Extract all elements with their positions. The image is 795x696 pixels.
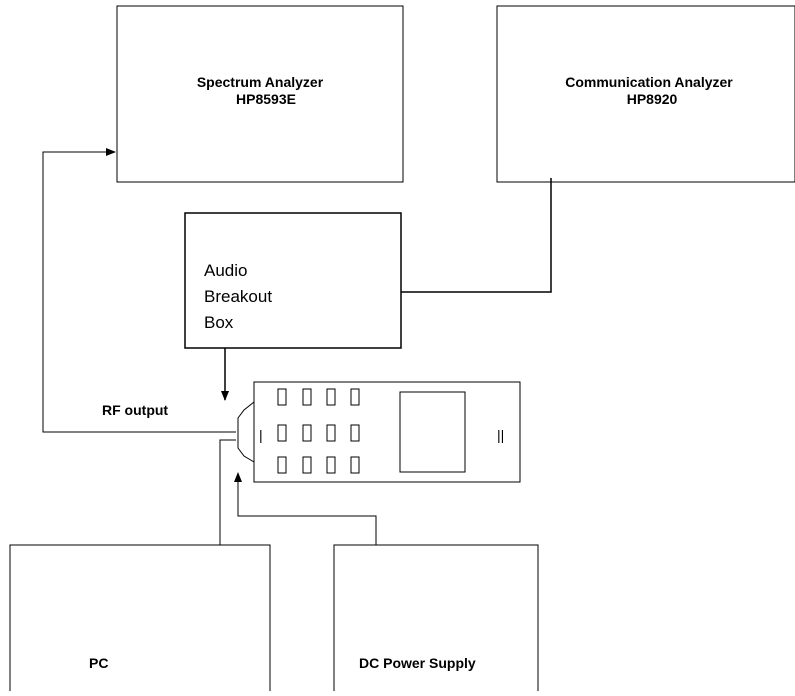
phone-right-mark: || <box>497 427 504 443</box>
communication-analyzer-box: Communication Analyzer HP8920 <box>496 5 795 183</box>
communication-analyzer-model: HP8920 <box>627 91 678 107</box>
dc-power-supply-box: DC Power Supply <box>333 544 539 696</box>
rf-output-line <box>42 148 236 433</box>
spectrum-analyzer-box: Spectrum Analyzer HP8593E <box>116 5 404 183</box>
comm-analyzer-to-breakout-line <box>401 178 552 293</box>
phone-display <box>399 391 466 473</box>
audio-breakout-line-1: Audio <box>204 261 247 280</box>
audio-breakout-line-3: Box <box>204 313 234 332</box>
spectrum-analyzer-label: Spectrum Analyzer <box>197 74 324 90</box>
phone-left-mark: | <box>259 427 263 443</box>
keypad <box>277 388 360 474</box>
communication-analyzer-label: Communication Analyzer <box>565 74 733 90</box>
spectrum-analyzer-model: HP8593E <box>236 91 296 107</box>
pc-box: PC <box>9 544 271 696</box>
mobile-phone: | || <box>237 381 521 483</box>
dc-power-to-phone-line <box>234 472 377 545</box>
audio-breakout-box: Audio Breakout Box <box>184 212 402 349</box>
pc-label: PC <box>89 655 108 671</box>
audio-breakout-line-2: Breakout <box>204 287 272 306</box>
dc-power-supply-label: DC Power Supply <box>359 655 476 671</box>
pc-to-phone-line <box>219 439 236 545</box>
rf-output-label: RF output <box>102 402 168 418</box>
